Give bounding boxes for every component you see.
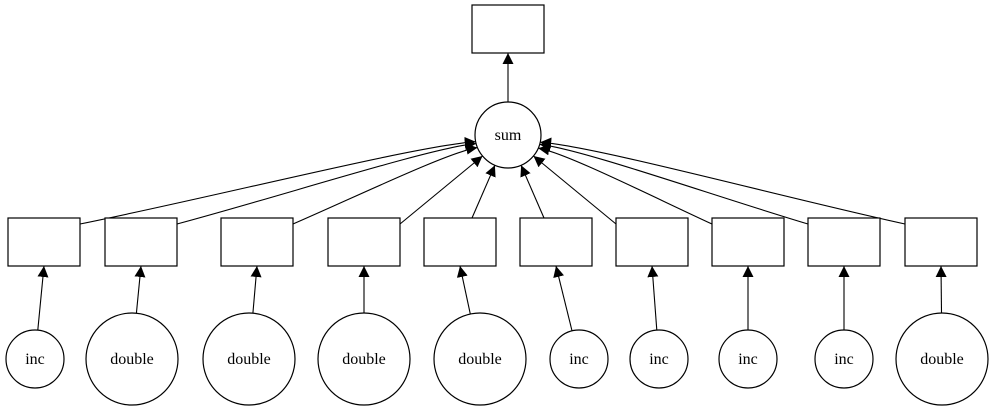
edges-layer: [37, 53, 947, 331]
leaf-node-label: inc: [834, 351, 854, 368]
edge-leaf-to-box: [456, 265, 471, 315]
leaf-node-inc[interactable]: inc: [5, 329, 65, 389]
box-node[interactable]: [220, 217, 294, 267]
box-node[interactable]: [327, 217, 401, 267]
leaf-node-double[interactable]: double: [895, 312, 989, 406]
edge-leaf-to-box: [37, 265, 49, 331]
leaf-node-label: inc: [649, 351, 669, 368]
leaf-node-double[interactable]: double: [202, 312, 296, 406]
edge-leaf-to-box: [553, 265, 573, 331]
box-node[interactable]: [423, 217, 497, 267]
leaf-node-circle: [5, 329, 65, 389]
box-node-rect: [7, 217, 81, 267]
box-node-rect: [711, 217, 785, 267]
leaf-node-circle: [85, 312, 179, 406]
box-node-rect: [220, 217, 294, 267]
sum-node-label: sum: [495, 127, 522, 144]
edge-box-to-sum: [520, 165, 545, 219]
edge-box-to-sum: [79, 136, 476, 225]
leaf-node-double[interactable]: double: [433, 312, 527, 406]
edge-leaf-to-box: [134, 265, 146, 314]
box-node-rect: [327, 217, 401, 267]
leaf-node-circle: [317, 312, 411, 406]
box-node-rect: [519, 217, 593, 267]
box-node[interactable]: [519, 217, 593, 267]
box-node[interactable]: [104, 217, 178, 267]
leaf-node-label: inc: [738, 351, 758, 368]
leaf-node-circle: [718, 329, 778, 389]
box-node-rect: [423, 217, 497, 267]
edge-leaf-to-box: [935, 265, 947, 314]
box-node[interactable]: [807, 217, 881, 267]
box-node[interactable]: [711, 217, 785, 267]
edge-leaf-to-box: [647, 265, 659, 331]
leaf-node-circle: [814, 329, 874, 389]
edge-box-to-sum: [399, 155, 483, 225]
leaf-node-label: double: [458, 351, 502, 368]
leaf-row: inc double double double double inc inc: [5, 312, 989, 406]
edge-leaf-to-box: [250, 265, 262, 314]
leaf-node-label: double: [110, 351, 154, 368]
leaf-node-inc[interactable]: inc: [718, 329, 778, 389]
root-box[interactable]: [471, 4, 545, 54]
box-node-rect: [104, 217, 178, 267]
box-node-rect: [615, 217, 689, 267]
leaf-node-circle: [202, 312, 296, 406]
edge-box-to-sum: [471, 165, 496, 219]
edge-box-to-sum: [540, 137, 906, 225]
root-box-rect: [471, 4, 545, 54]
leaf-node-label: inc: [569, 351, 589, 368]
leaf-node-circle: [549, 329, 609, 389]
sum-node-circle: [474, 101, 542, 169]
leaf-node-circle: [895, 312, 989, 406]
box-row: [7, 217, 978, 267]
leaf-node-circle: [433, 312, 527, 406]
box-node[interactable]: [615, 217, 689, 267]
leaf-node-label: inc: [25, 351, 45, 368]
box-node-rect: [807, 217, 881, 267]
leaf-node-double[interactable]: double: [85, 312, 179, 406]
edge-box-to-sum: [539, 140, 809, 225]
leaf-node-label: double: [342, 351, 386, 368]
leaf-node-inc[interactable]: inc: [549, 329, 609, 389]
edge-box-to-sum: [176, 139, 477, 225]
leaf-node-label: double: [227, 351, 271, 368]
leaf-node-circle: [629, 329, 689, 389]
box-node[interactable]: [904, 217, 978, 267]
box-node[interactable]: [7, 217, 81, 267]
edge-box-to-sum: [533, 155, 617, 225]
leaf-node-double[interactable]: double: [317, 312, 411, 406]
edge-box-to-sum: [292, 143, 478, 225]
sum-node[interactable]: sum: [474, 101, 542, 169]
leaf-node-label: double: [920, 351, 964, 368]
box-node-rect: [904, 217, 978, 267]
edge-box-to-sum: [538, 144, 713, 225]
leaf-node-inc[interactable]: inc: [629, 329, 689, 389]
leaf-node-inc[interactable]: inc: [814, 329, 874, 389]
